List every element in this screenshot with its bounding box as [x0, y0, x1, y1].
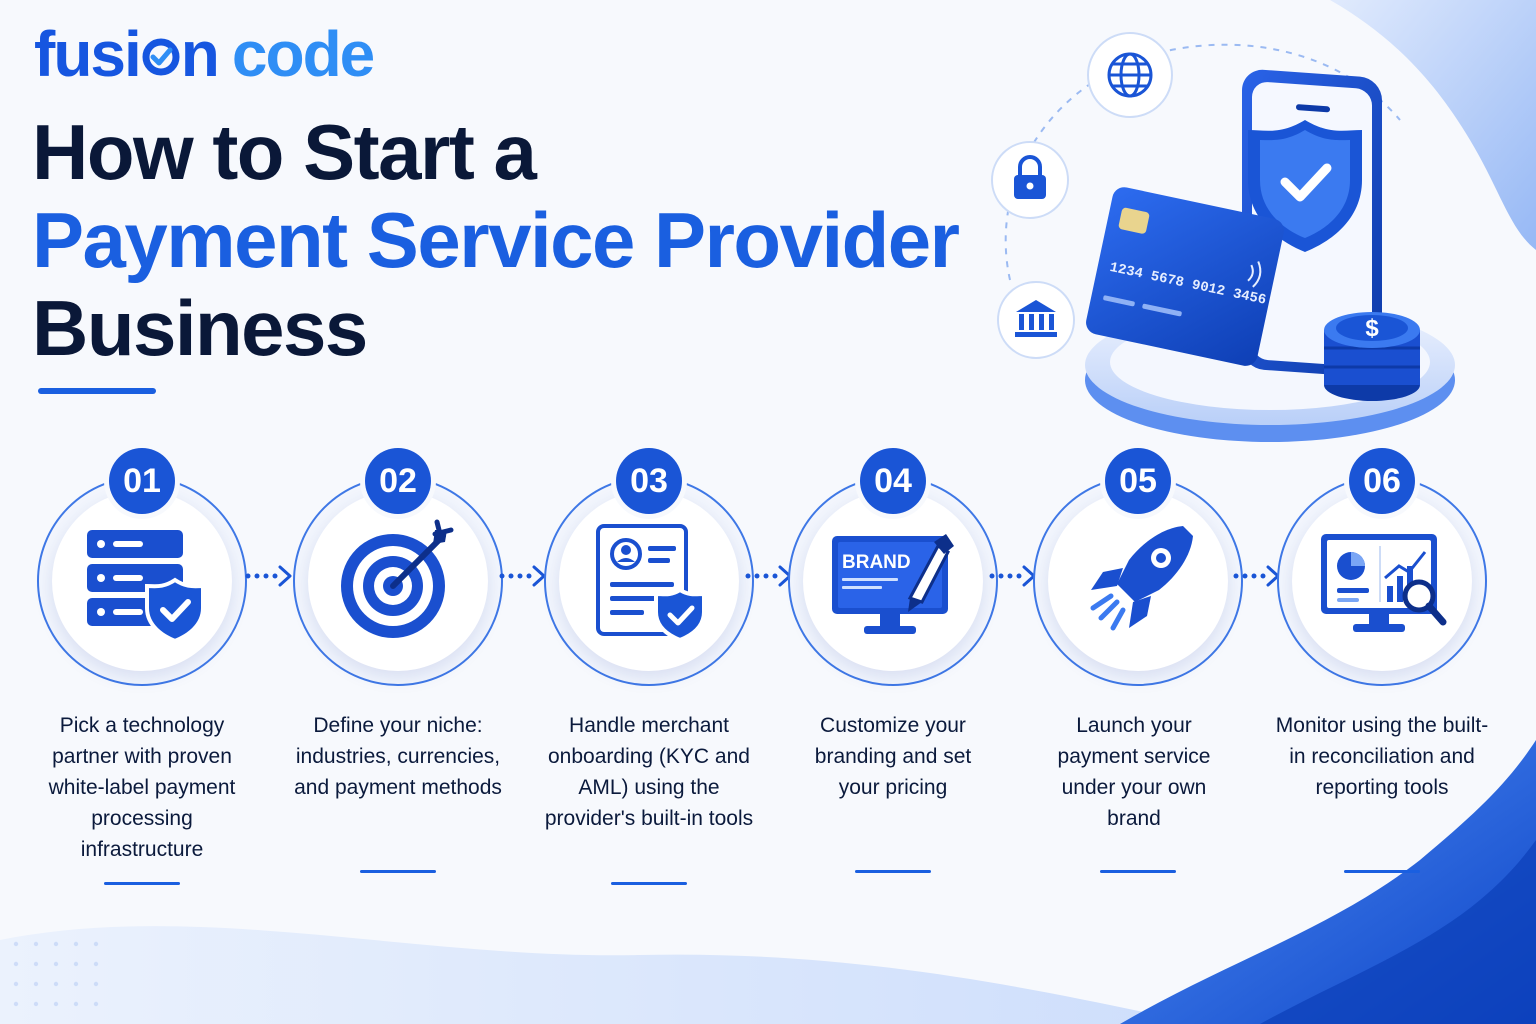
step-6-ring — [1277, 476, 1487, 686]
brand-monitor-icon: BRAND — [832, 534, 954, 634]
step-4-underline — [855, 870, 931, 873]
step-1-underline — [104, 882, 180, 885]
svg-text:$: $ — [1365, 315, 1379, 342]
step-5-number-badge: 05 — [1105, 448, 1171, 514]
step-5-description: Launch your payment service under your o… — [1057, 714, 1211, 830]
step-3-number-badge: 03 — [616, 448, 682, 514]
page-title: How to Start a Payment Service Provider … — [32, 108, 960, 372]
fusion-code-logo: fusi n code — [34, 18, 375, 90]
step-2-underline — [360, 870, 436, 873]
logo-word-code: code — [231, 18, 375, 90]
shield-check-icon — [1248, 120, 1362, 252]
analytics-monitor-icon — [1321, 534, 1447, 632]
step-4-description: Customize your branding and set your pri… — [814, 714, 972, 799]
title-underline — [38, 388, 156, 394]
step-6-underline — [1344, 870, 1420, 873]
brand-label: BRAND — [842, 552, 911, 573]
step-5-underline — [1100, 870, 1176, 873]
server-shield-icon — [87, 530, 205, 644]
step-arrow-1 — [245, 565, 292, 587]
title-line-3: Business — [32, 284, 368, 372]
logo-word-fusion-start: fusi — [34, 18, 142, 90]
target-icon — [341, 519, 454, 638]
title-line-2: Payment Service Provider — [32, 196, 960, 284]
step-6-number-badge: 06 — [1349, 448, 1415, 514]
step-arrow-2 — [499, 565, 546, 587]
logo-word-fusion-end: n — [180, 18, 220, 90]
globe-icon — [1087, 32, 1173, 118]
hero-illustration: 1234 5678 9012 3456 $ — [991, 32, 1455, 442]
steps-row: 01 Pick a technology partner with proven… — [0, 440, 1536, 910]
dollar-coin-icon: $ — [1324, 312, 1420, 401]
step-3-ring — [544, 476, 754, 686]
step-3-underline — [611, 882, 687, 885]
step-6-description: Monitor using the built-in reconciliatio… — [1275, 714, 1489, 799]
title-line-1: How to Start a — [32, 108, 537, 196]
step-2-number-badge: 02 — [365, 448, 431, 514]
step-1-number-badge: 01 — [109, 448, 175, 514]
credit-card-icon: 1234 5678 9012 3456 — [1086, 187, 1284, 366]
lock-icon — [991, 141, 1069, 219]
id-document-shield-icon — [596, 524, 706, 643]
step-1-description: Pick a technology partner with proven wh… — [48, 714, 236, 861]
rocket-icon — [1090, 526, 1193, 631]
step-2-ring — [293, 476, 503, 686]
step-4-ring: BRAND — [788, 476, 998, 686]
step-4-number-badge: 04 — [860, 448, 926, 514]
logo-check-o-icon — [142, 38, 180, 76]
bank-icon — [997, 281, 1075, 359]
step-3-description: Handle merchant onboarding (KYC and AML)… — [544, 714, 754, 830]
step-2-description: Define your niche: industries, currencie… — [294, 714, 502, 799]
